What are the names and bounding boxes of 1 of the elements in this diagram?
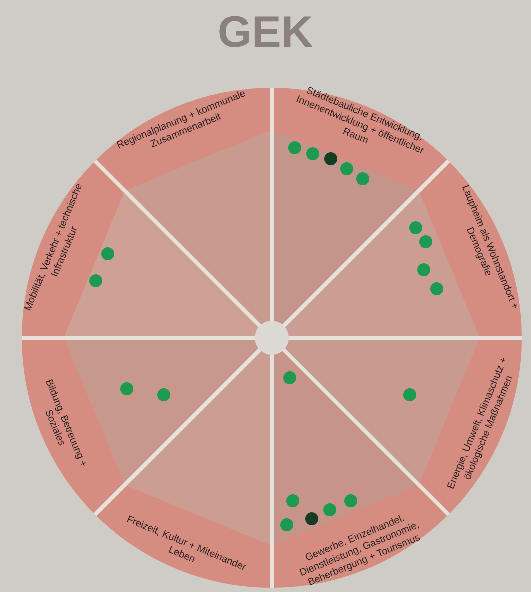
title: GEK	[218, 8, 314, 58]
